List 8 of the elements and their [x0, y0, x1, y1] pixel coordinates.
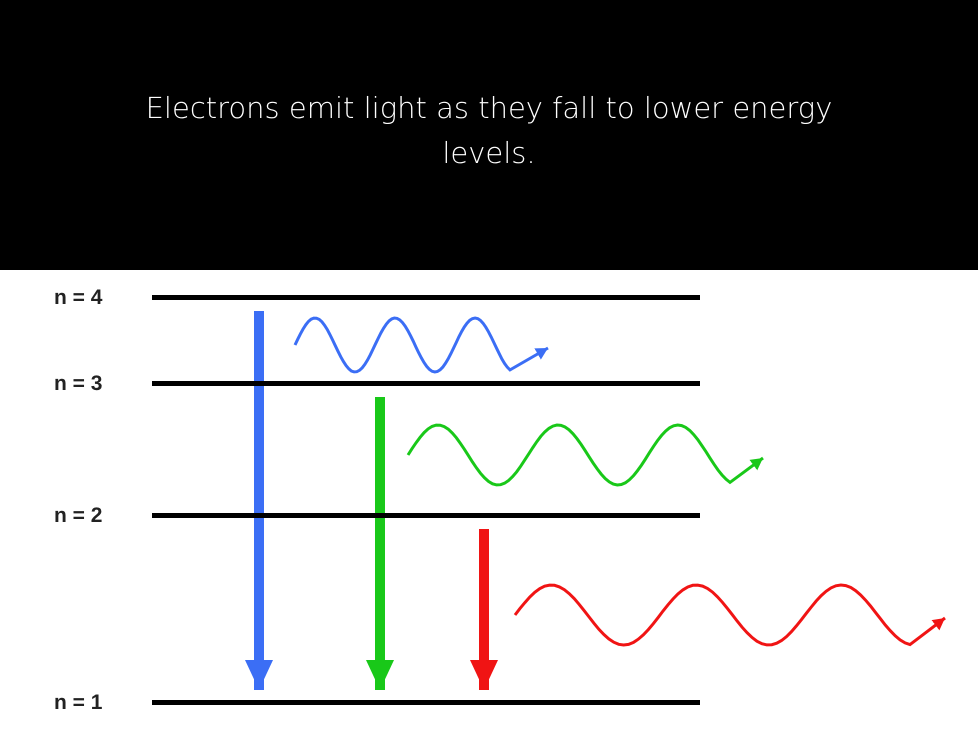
title-text: Electrons emit light as they fall to lower energy levels.	[144, 90, 834, 172]
arrow	[470, 529, 498, 690]
level-label: n = 1	[54, 691, 102, 715]
arrow	[366, 397, 394, 690]
level-label: n = 4	[54, 286, 102, 310]
arrow	[245, 311, 273, 690]
level-label: n = 2	[54, 504, 102, 528]
level-label: n = 3	[54, 372, 102, 396]
